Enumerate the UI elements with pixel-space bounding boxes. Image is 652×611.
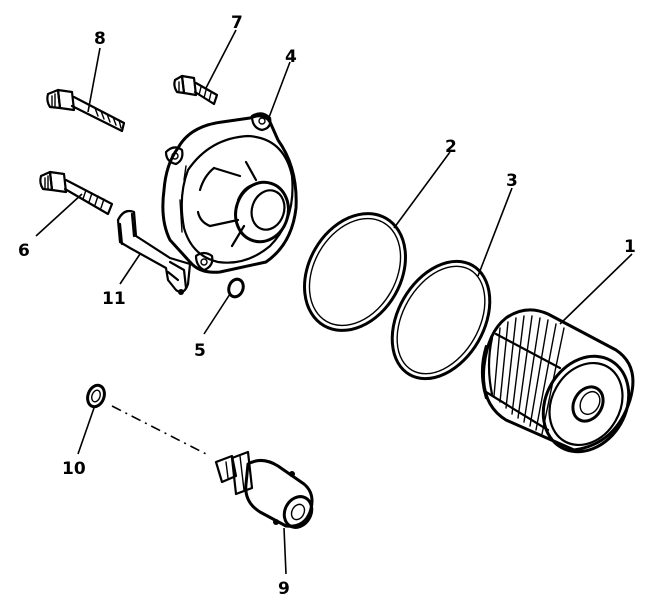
leader-3 [477, 187, 513, 277]
o-ring-part-3 [390, 259, 492, 381]
callout-10: 10 [62, 459, 86, 479]
callout-8: 8 [94, 29, 106, 49]
leader-lines [35, 29, 633, 575]
bolt-part-7 [173, 74, 219, 106]
callout-11: 11 [102, 289, 126, 309]
bracket-part-11 [116, 209, 192, 295]
leader-2 [393, 151, 451, 229]
callout-2: 2 [445, 137, 457, 157]
bolt-part-8 [46, 88, 126, 133]
o-ring-part-2 [303, 212, 407, 332]
filter-cover-part-4 [161, 112, 298, 274]
callout-6: 6 [18, 241, 30, 261]
callout-5: 5 [194, 341, 206, 361]
leader-11 [119, 253, 141, 285]
assembly-centerline [111, 405, 211, 457]
callout-4: 4 [285, 47, 297, 67]
callout-9: 9 [278, 579, 290, 599]
callout-1: 1 [624, 237, 636, 257]
leader-7 [205, 29, 237, 89]
leader-4 [267, 61, 291, 121]
leader-8 [87, 47, 101, 113]
leader-5 [203, 293, 231, 335]
callout-7: 7 [231, 13, 243, 33]
leader-9 [283, 527, 287, 575]
leader-1 [559, 253, 633, 325]
fitting-part-9 [214, 450, 314, 529]
oil-filter-part-1 [480, 308, 635, 454]
callout-3: 3 [506, 171, 518, 191]
leader-10 [77, 407, 95, 455]
leader-6 [35, 193, 83, 237]
small-o-ring-part-5 [227, 277, 245, 299]
bolt-part-6 [39, 170, 114, 216]
washer-part-10 [86, 383, 106, 409]
